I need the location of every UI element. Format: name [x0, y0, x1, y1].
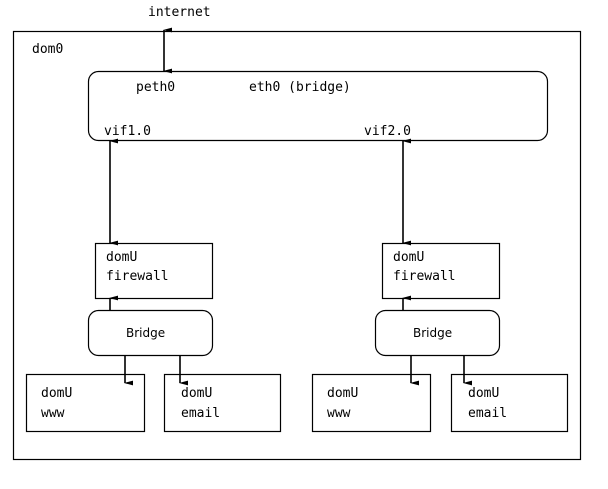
vif2-label: vif2.0: [364, 124, 411, 139]
left-firewall-box: [94, 242, 214, 300]
left-www-box: [25, 373, 146, 433]
dom0-container: [12, 30, 582, 461]
left-email-box: [163, 373, 282, 433]
right-bridge-box: [374, 309, 501, 357]
left-email-line1: domU: [181, 386, 213, 401]
vif1-label: vif1.0: [104, 124, 151, 139]
right-email-line2: email: [468, 406, 508, 421]
left-email-line2: email: [181, 406, 221, 421]
left-www-line2: www: [41, 406, 65, 421]
right-www-box: [311, 373, 432, 433]
left-firewall-line1: domU: [106, 250, 138, 265]
right-www-line2: www: [327, 406, 351, 421]
dom0-label: dom0: [32, 42, 64, 57]
right-www-line1: domU: [327, 386, 359, 401]
right-email-box: [450, 373, 569, 433]
internet-label: internet: [148, 5, 211, 20]
right-bridge-label: Bridge: [413, 326, 453, 340]
right-email-line1: domU: [468, 386, 500, 401]
eth0-bridge-label: eth0 (bridge): [249, 80, 351, 95]
left-www-line1: domU: [41, 386, 73, 401]
peth0-label: peth0: [136, 80, 176, 95]
left-bridge-label: Bridge: [126, 326, 166, 340]
left-firewall-line2: firewall: [106, 269, 169, 284]
eth0-bridge-box: [87, 70, 549, 142]
right-firewall-line2: firewall: [393, 269, 456, 284]
left-bridge-box: [87, 309, 214, 357]
right-firewall-box: [381, 242, 501, 300]
right-firewall-line1: domU: [393, 250, 425, 265]
